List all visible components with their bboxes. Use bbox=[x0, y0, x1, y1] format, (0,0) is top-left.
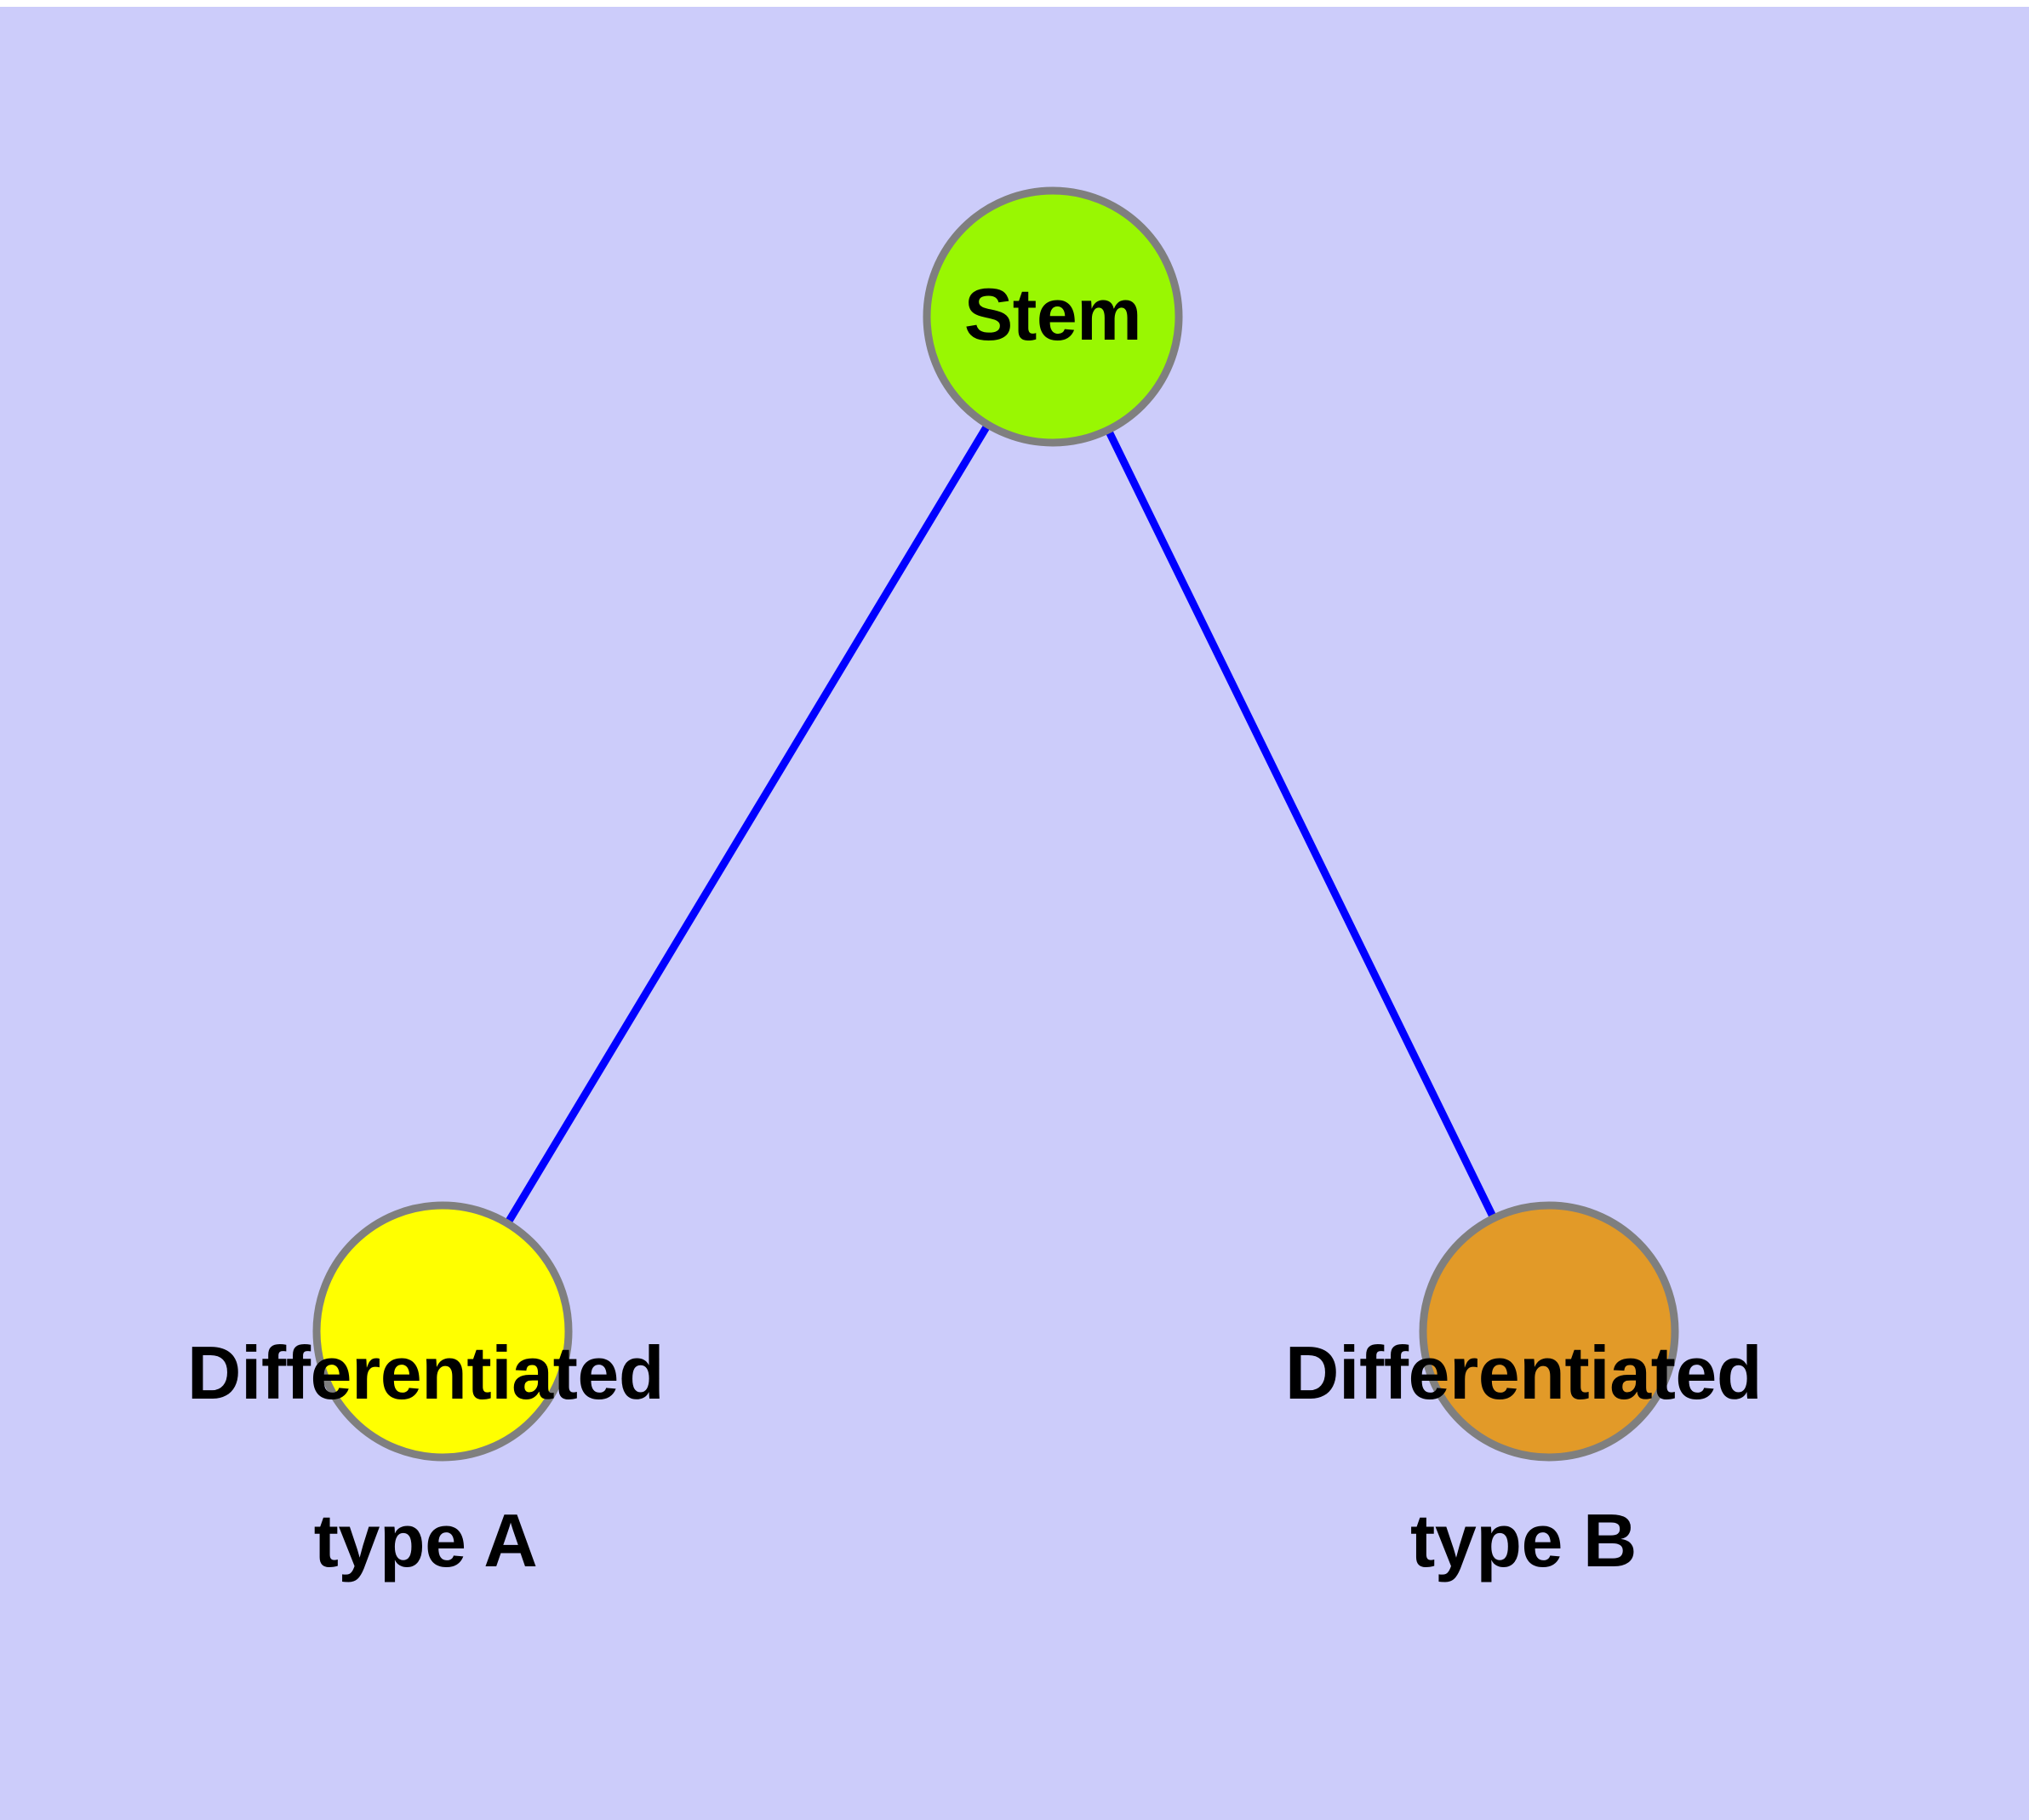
nodes-group bbox=[312, 186, 1679, 1462]
node-differentiated-type-b[interactable] bbox=[1419, 1201, 1679, 1462]
edge-stem-to-differentiated-type-b[interactable] bbox=[1049, 315, 1553, 1333]
node-differentiated-type-a[interactable] bbox=[312, 1201, 573, 1462]
top-white-strip bbox=[0, 0, 2029, 7]
edges-group bbox=[439, 314, 1553, 1334]
node-stem[interactable] bbox=[923, 186, 1183, 447]
edge-stem-to-differentiated-type-a[interactable] bbox=[439, 314, 1056, 1334]
